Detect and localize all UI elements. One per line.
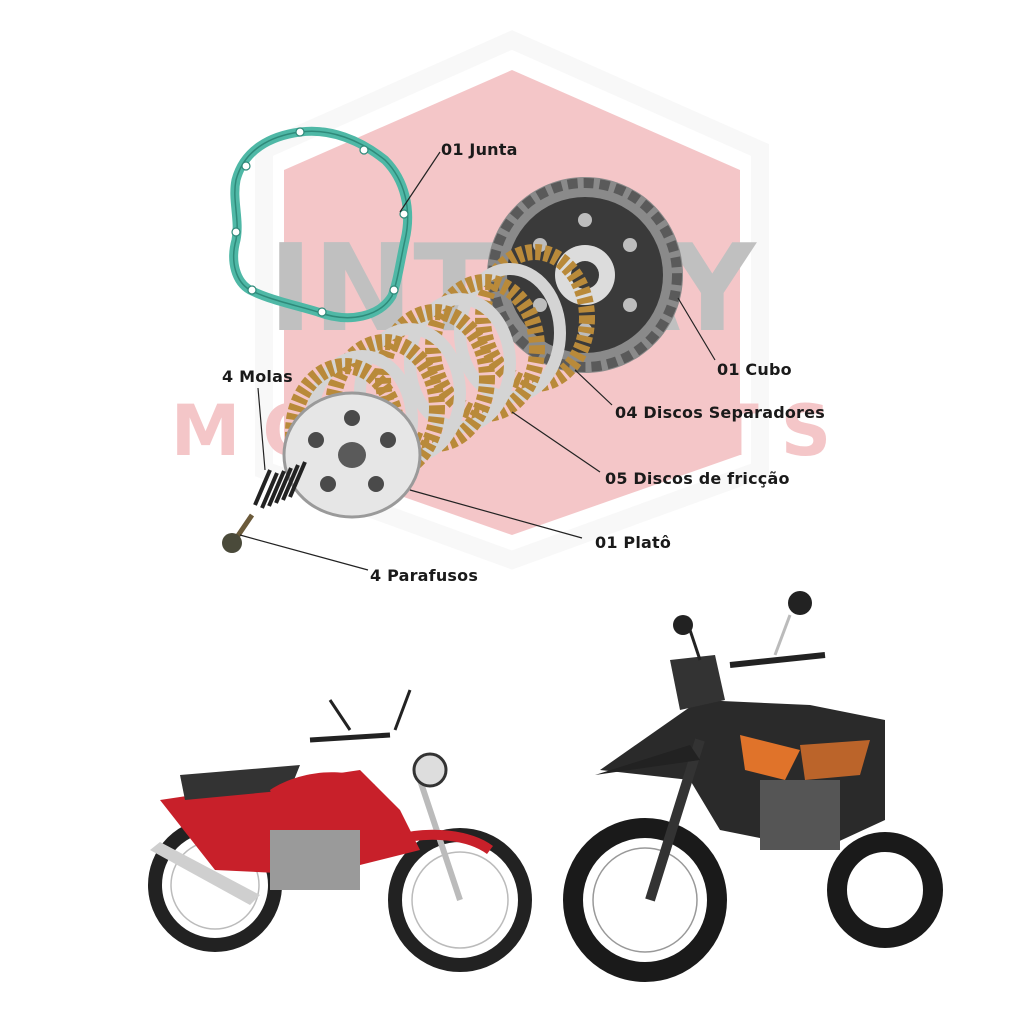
leader-parafusos — [239, 534, 369, 571]
label-parafusos: 4 Parafusos — [370, 566, 479, 585]
steel-disc — [454, 263, 566, 403]
label-molas: 4 Molas — [222, 367, 293, 386]
leader-cubo — [677, 297, 716, 361]
red-motorcycle-image — [148, 689, 532, 972]
leader-lines — [239, 151, 716, 571]
leader-molas — [257, 387, 266, 471]
leader-plato — [409, 489, 583, 539]
leader-junta — [399, 151, 441, 213]
steel-disc — [404, 293, 516, 433]
pressure-plate-part — [282, 391, 422, 519]
label-junta: 01 Junta — [441, 140, 518, 159]
black-motorcycle-image — [563, 591, 943, 982]
label-discos-friccao: 05 Discos de fricção — [605, 469, 790, 488]
leader-friccao — [511, 411, 601, 473]
label-cubo: 01 Cubo — [717, 360, 792, 379]
leader-separadores — [574, 369, 613, 406]
bolt-part — [222, 513, 255, 553]
label-discos-separadores: 04 Discos Separadores — [615, 403, 825, 422]
gasket-part — [229, 126, 413, 323]
spring-part — [253, 461, 307, 509]
label-plato: 01 Platô — [595, 533, 672, 552]
